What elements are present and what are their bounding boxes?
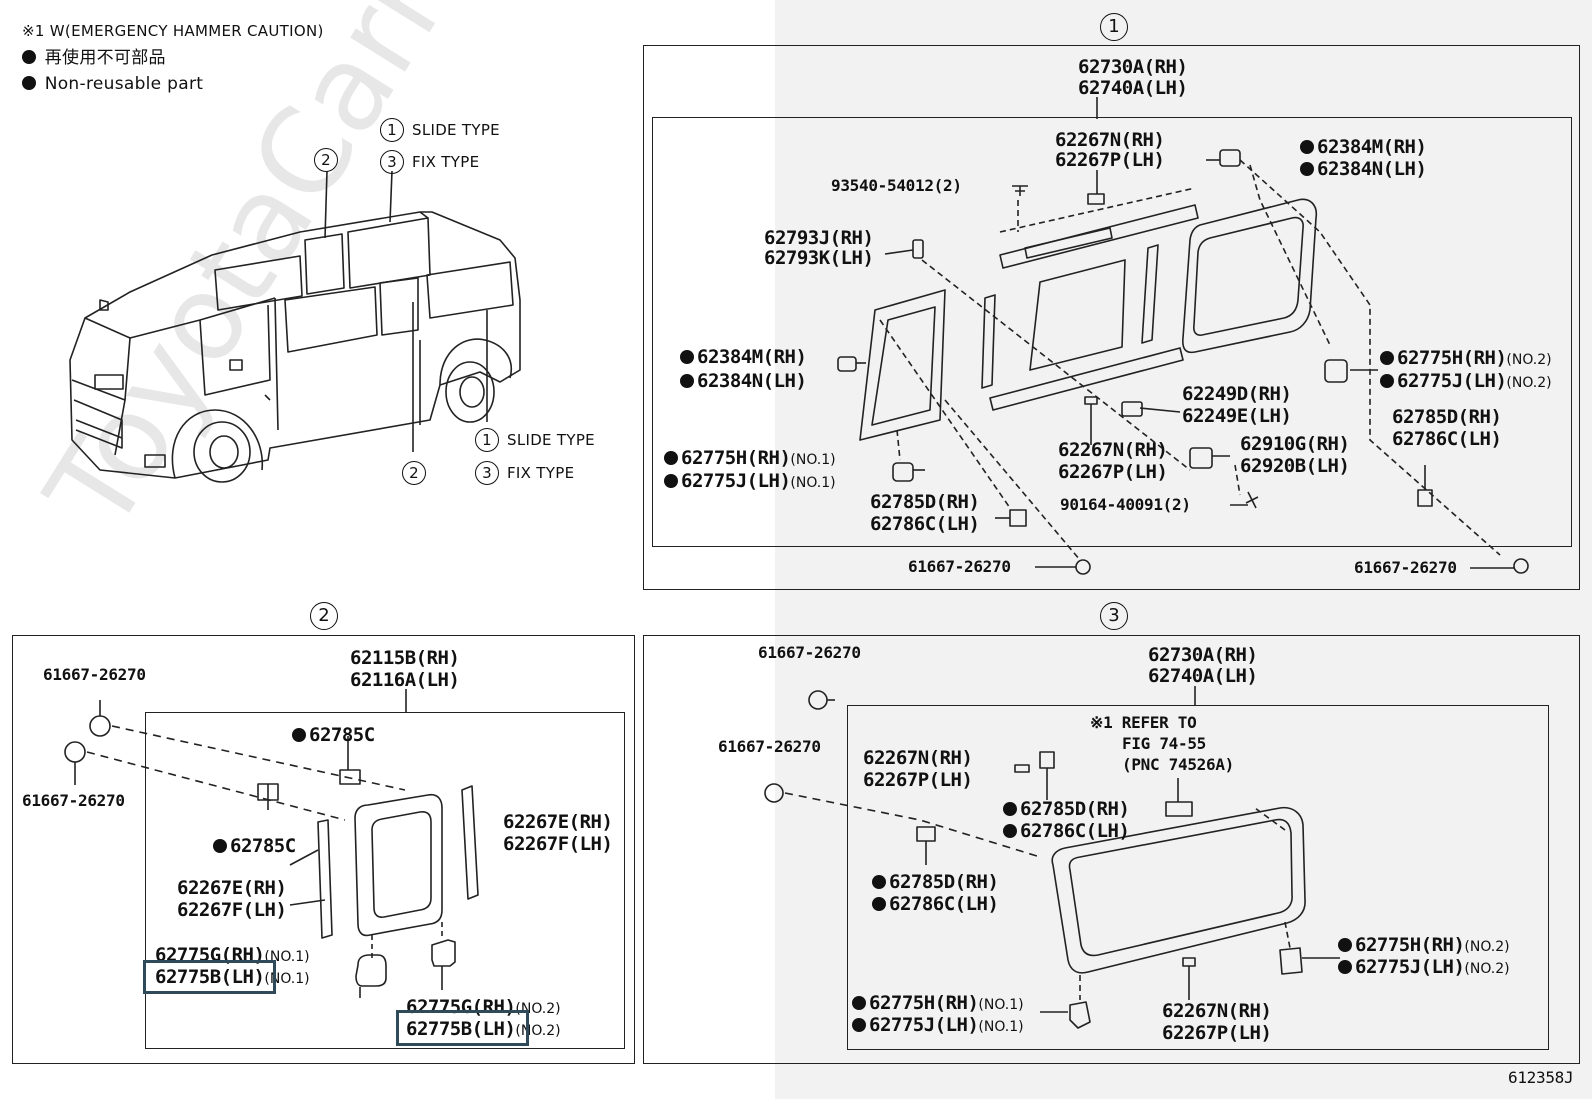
p1-label: 62793K(LH) (764, 247, 874, 269)
p1-label: 62920B(LH) (1240, 455, 1350, 477)
p1-label-row: 62775H(RH)(NO.1) (664, 448, 836, 470)
non-reusable-jp-text: 再使用不可部品 (44, 48, 166, 68)
p1-label: 62910G(RH) (1240, 433, 1350, 455)
van-callout-2-top: 2 (314, 148, 346, 172)
p2-label: 62116A(LH) (350, 669, 460, 691)
non-reusable-en-text: Non-reusable part (44, 74, 204, 94)
p3-label: ※1 REFER TO (1090, 713, 1197, 732)
p1-label: 62267P(LH) (1058, 461, 1168, 483)
p1-label: 62786C(LH) (870, 513, 980, 535)
panel1-outer-frame (643, 45, 1580, 590)
figure-number: 612358J (1508, 1068, 1574, 1087)
p1-label-row: 62775J(LH)(NO.1) (664, 471, 836, 493)
p2-label: 62267E(RH) (503, 811, 613, 833)
van-callout-2-bottom: 2 (402, 461, 434, 485)
p3-label-row: 62775H(RH)(NO.2) (1338, 935, 1510, 957)
non-reusable-jp-row: 再使用不可部品 (22, 50, 166, 67)
bullet-dot-icon (22, 50, 36, 64)
p1-label-row: 62384N(LH) (680, 371, 807, 391)
p2-label: 62115B(RH) (350, 647, 460, 669)
circled-number-3: 3 (475, 461, 499, 485)
p1-label-row: 62775H(RH)(NO.2) (1380, 348, 1552, 370)
p3-label: 61667-26270 (718, 737, 821, 756)
p1-label: 62249D(RH) (1182, 383, 1292, 405)
p1-label: 62740A(LH) (1078, 77, 1188, 99)
p1-label: 62267N(RH) (1055, 129, 1165, 151)
p3-label-row: 62775H(RH)(NO.1) (852, 993, 1024, 1015)
p1-label: 62267P(LH) (1055, 149, 1165, 171)
p3-label-row: 62786C(LH) (872, 894, 999, 914)
bullet-dot-icon (22, 76, 36, 90)
p3-label: 62267N(RH) (863, 747, 973, 769)
p2-label-row: 62785C (292, 725, 375, 745)
caution-note: ※1 W(EMERGENCY HAMMER CAUTION) (22, 22, 324, 40)
p3-label: 62267P(LH) (1162, 1022, 1272, 1044)
non-reusable-en-row: Non-reusable part (22, 76, 203, 93)
p3-label-row: 62775J(LH)(NO.2) (1338, 957, 1510, 979)
p3-label-row: 62785D(RH) (872, 872, 999, 892)
background-shade (775, 0, 1592, 1099)
p1-label: 62793J(RH) (764, 227, 874, 249)
panel2-marker: 2 (310, 602, 338, 630)
panel3-marker: 3 (1100, 602, 1128, 630)
p1-label-row: 62384M(RH) (1300, 137, 1427, 157)
panel1-art (837, 97, 1529, 575)
p3-label: 61667-26270 (758, 643, 861, 662)
p3-label: FIG 74-55 (1122, 734, 1206, 753)
p1-label: 62785D(RH) (870, 491, 980, 513)
p2-label: 61667-26270 (43, 665, 146, 684)
p1-label: 61667-26270 (1354, 558, 1457, 577)
panel3-art (764, 686, 1340, 1029)
panel2-outer-frame (12, 635, 635, 1064)
p1-label-row: 62384M(RH) (680, 347, 807, 367)
p1-label: 62785D(RH) (1392, 406, 1502, 428)
circled-number-1: 1 (380, 118, 404, 142)
p1-label-row: 62775J(LH)(NO.2) (1380, 371, 1552, 393)
p1-label: 62249E(LH) (1182, 405, 1292, 427)
p3-label: 62740A(LH) (1148, 665, 1258, 687)
panel3-outer-frame (643, 635, 1580, 1064)
p3-label: 62267P(LH) (863, 769, 973, 791)
p1-label: 90164-40091(2) (1060, 495, 1191, 514)
highlight-box-62775b-no1 (143, 960, 276, 994)
highlight-box-62775b-no2 (396, 1010, 529, 1046)
circled-number-1: 1 (475, 428, 499, 452)
p1-label: 62267N(RH) (1058, 439, 1168, 461)
p3-label-row: 62775J(LH)(NO.1) (852, 1015, 1024, 1037)
p1-label: 62730A(RH) (1078, 56, 1188, 78)
p2-label: 61667-26270 (22, 791, 125, 810)
p3-label: 62730A(RH) (1148, 644, 1258, 666)
p3-label-row: 62786C(LH) (1003, 821, 1130, 841)
panel3-inner-frame (847, 705, 1549, 1050)
panel1-marker: 1 (1100, 13, 1128, 41)
circled-number-3: 3 (380, 150, 404, 174)
panel1-inner-frame (652, 117, 1572, 547)
p3-label: 62267N(RH) (1162, 1000, 1272, 1022)
p2-label-row: 62785C (213, 836, 296, 856)
p1-label-row: 62384N(LH) (1300, 159, 1427, 179)
p1-label: 93540-54012(2) (831, 176, 962, 195)
p2-label: 62267E(RH) (177, 877, 287, 899)
panel2-inner-frame (145, 712, 625, 1049)
p3-label: (PNC 74526A) (1122, 755, 1234, 774)
p1-label: 61667-26270 (908, 557, 1011, 576)
p1-label: 62786C(LH) (1392, 428, 1502, 450)
van-illustration (69, 170, 521, 483)
p3-label-row: 62785D(RH) (1003, 799, 1130, 819)
p2-label: 62267F(LH) (503, 833, 613, 855)
panel2-art (64, 689, 479, 998)
p2-label: 62267F(LH) (177, 899, 287, 921)
